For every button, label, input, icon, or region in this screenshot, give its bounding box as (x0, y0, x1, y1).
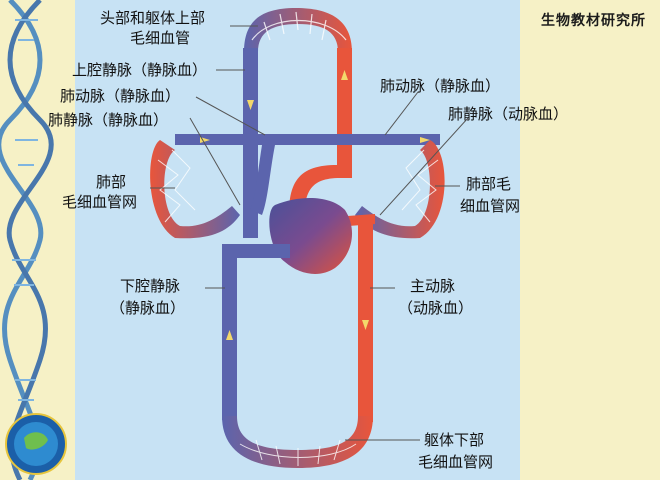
label-pulmonary-vein-left: 肺静脉（静脉血） (48, 111, 169, 129)
label-superior-vena-cava: 上腔静脉（静脉血） (72, 61, 208, 79)
heart (269, 198, 353, 274)
lower-body-mesh (239, 439, 357, 466)
label-left-lung-1: 肺部 (96, 173, 127, 191)
flow-arrows (200, 70, 430, 340)
left-lung-mesh (157, 149, 196, 223)
label-pulmonary-artery-right: 肺动脉（静脉血） (380, 77, 501, 95)
head-capillary-mesh (251, 11, 347, 41)
head-capillary-bed (244, 8, 352, 52)
label-aorta-1: 主动脉 (410, 277, 456, 295)
label-pulmonary-vein-right: 肺静脉（动脉血） (448, 105, 569, 123)
dna-helix-decoration (0, 0, 54, 480)
aorta-upper (337, 48, 352, 168)
label-aorta-2: （动脉血） (398, 299, 474, 317)
left-lung-capillary-net (150, 140, 240, 239)
label-right-lung-2: 细血管网 (460, 197, 521, 215)
inferior-vena-cava (222, 244, 290, 420)
label-inferior-vena-cava-1: 下腔静脉 (120, 277, 181, 295)
institute-name: 生物教材研究所 (541, 13, 646, 29)
right-lung-capillary-net (355, 140, 445, 239)
label-lower-body-capillary-2: 毛细血管网 (418, 453, 494, 471)
label-pulmonary-artery-left: 肺动脉（静脉血） (60, 87, 181, 105)
label-left-lung-2: 毛细血管网 (62, 193, 138, 211)
publisher-seal-logo (5, 413, 67, 475)
label-head-capillary-1: 头部和躯体上部 (100, 9, 206, 27)
label-head-capillary-2: 毛细血管 (130, 29, 191, 47)
leader-lines (150, 25, 469, 441)
label-right-lung-1: 肺部毛 (466, 175, 512, 193)
aortic-arch (289, 165, 352, 230)
label-lower-body-capillary-1: 躯体下部 (424, 431, 485, 449)
label-inferior-vena-cava-2: （静脉血） (110, 299, 186, 317)
